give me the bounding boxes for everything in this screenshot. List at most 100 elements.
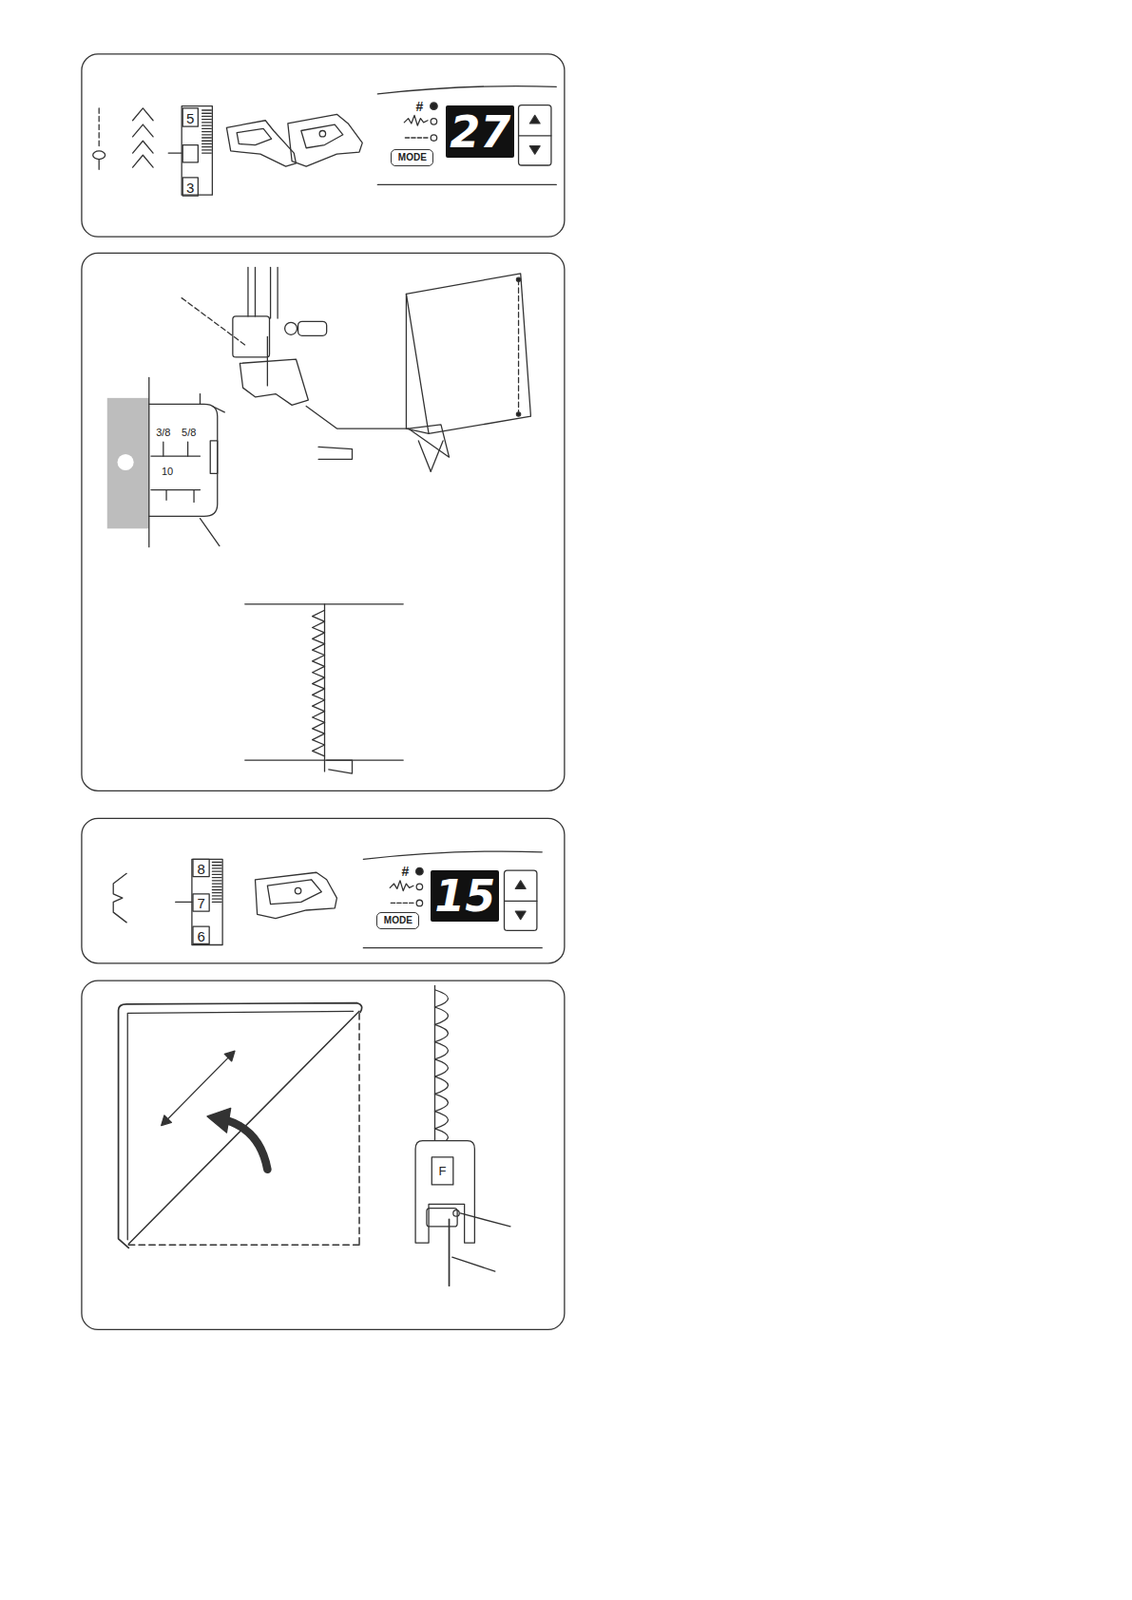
line-art: [211, 880, 222, 882]
line-art: [133, 140, 154, 154]
presser-foot: [226, 114, 363, 167]
line-art: [312, 610, 326, 757]
line-art: [312, 666, 326, 678]
line-art: [202, 146, 212, 148]
line-art: [211, 882, 222, 884]
line-art: [389, 881, 414, 892]
line-art: [202, 152, 212, 154]
line-art: [202, 109, 212, 111]
line-art: [211, 877, 222, 879]
line-art: [211, 874, 222, 876]
line-art: [151, 455, 201, 457]
dial-number: 5: [186, 111, 194, 126]
line-art: [312, 722, 326, 734]
line-art: [434, 1059, 448, 1077]
line-art: [415, 1141, 475, 1244]
line-art: [434, 990, 448, 1008]
line-art: [211, 863, 222, 903]
line-art: [518, 105, 552, 166]
line-art: [418, 441, 431, 472]
line-art: [202, 113, 212, 115]
line-art: [191, 859, 223, 945]
stitch-number: 27: [449, 110, 511, 154]
line-art: [403, 115, 428, 126]
line-art: [128, 1011, 360, 1245]
line-art: [165, 490, 167, 501]
line-art: [377, 86, 557, 95]
line-art: [133, 108, 154, 121]
line-art: [127, 1011, 353, 1241]
line-art: [211, 899, 222, 901]
line-art: [434, 1007, 448, 1025]
seam-guide-mark: 5/8: [181, 427, 196, 439]
line-art: [405, 273, 531, 435]
line-art: [211, 864, 222, 866]
line-art: [312, 689, 326, 701]
dial-number: 6: [196, 928, 205, 943]
line-art: [504, 901, 538, 902]
line-art: [254, 267, 256, 317]
line-art: [98, 108, 100, 148]
line-art: [453, 1210, 460, 1217]
line-art: [516, 277, 520, 282]
line-art: [207, 1108, 231, 1133]
line-art: [285, 322, 298, 335]
line-art: [434, 1076, 448, 1094]
button-label: MODE: [398, 153, 427, 163]
line-art: [518, 279, 519, 415]
line-art: [518, 134, 552, 136]
line-art: [324, 604, 326, 772]
line-art: [426, 1208, 458, 1228]
line-art: [168, 152, 182, 154]
line-art: [202, 124, 212, 126]
line-art: [192, 490, 194, 503]
line-art: [93, 151, 106, 160]
line-art: [236, 128, 272, 145]
line-art: [210, 441, 218, 474]
line-art: [226, 1120, 268, 1171]
line-art: [312, 633, 326, 645]
line-art: [452, 1257, 496, 1272]
stitch-number: 15: [434, 874, 496, 919]
line-art: [390, 902, 414, 904]
line-art: [430, 441, 443, 472]
line-art: [405, 293, 429, 434]
line-art: [434, 1042, 448, 1060]
line-art: [319, 130, 326, 136]
line-art: [254, 872, 337, 919]
line-art: [515, 881, 526, 890]
shell-tuck-foot: [415, 985, 511, 1286]
dial-number: 3: [186, 180, 194, 195]
line-art: [529, 146, 540, 155]
seam-guide-mark: 10: [161, 466, 173, 478]
line-art: [312, 655, 326, 668]
line-art: [404, 136, 428, 138]
line-art: [287, 114, 363, 167]
panel-frame: [81, 54, 565, 237]
line-art: [312, 711, 326, 724]
line-art: [118, 1003, 363, 1249]
line-art: [149, 403, 218, 517]
line-art: [202, 121, 212, 123]
line-art: [294, 887, 301, 894]
mode-indicator: #: [415, 99, 423, 114]
line-art: [326, 760, 353, 774]
mode-indicator: #: [401, 864, 409, 879]
line-art: [430, 134, 437, 141]
line-art: [107, 398, 150, 529]
line-art: [232, 316, 270, 358]
seam-sample: [245, 604, 403, 774]
stitch-dial: [175, 859, 223, 945]
line-art: [192, 859, 210, 877]
line-art: [211, 862, 222, 864]
line-art: [211, 405, 225, 412]
line-art: [312, 733, 326, 746]
mode-button: MODE: [390, 149, 434, 167]
led-display: 27: [445, 105, 515, 159]
dial-number: 8: [196, 861, 205, 876]
line-art: [306, 405, 408, 429]
machine-foot: [181, 267, 408, 460]
panel-frame: [81, 818, 565, 963]
